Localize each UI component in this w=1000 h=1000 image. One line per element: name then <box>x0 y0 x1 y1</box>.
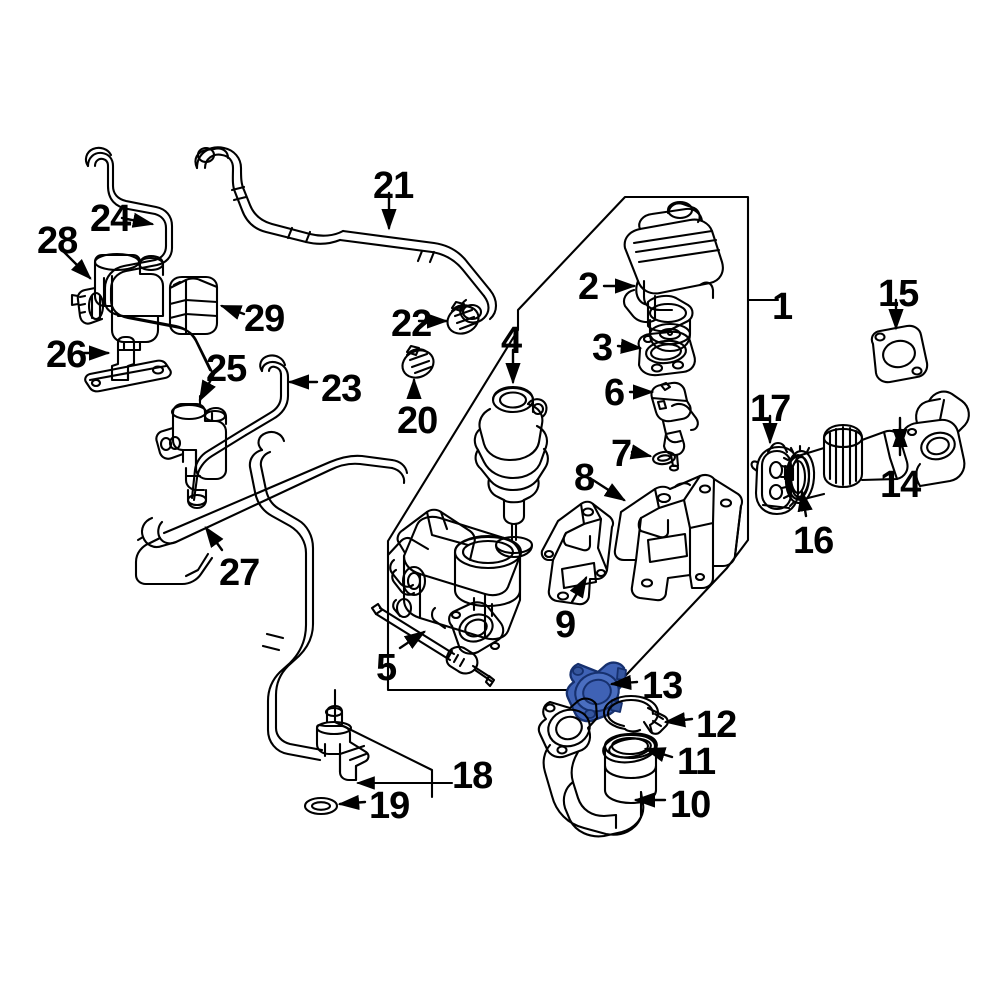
callout-label-3: 3 <box>592 327 613 369</box>
part-duct-clamp <box>750 441 800 516</box>
part-egr-valve <box>622 200 724 353</box>
part-upper-vacuum-line <box>84 146 214 374</box>
leader-16 <box>797 489 813 518</box>
callout-label-18: 18 <box>452 755 493 797</box>
callout-label-28: 28 <box>37 220 78 262</box>
callout-label-27: 27 <box>219 552 260 594</box>
callout-label-7: 7 <box>611 433 632 475</box>
callout-label-10: 10 <box>670 784 711 826</box>
callout-label-23: 23 <box>321 368 362 410</box>
callout-label-1: 1 <box>772 286 793 328</box>
leader-12 <box>663 712 694 728</box>
leader-7 <box>629 444 653 460</box>
leader-19 <box>337 794 367 811</box>
callout-label-19: 19 <box>369 785 410 827</box>
callout-label-15: 15 <box>878 273 919 315</box>
callout-label-6: 6 <box>604 372 625 414</box>
part-solenoid-connector <box>168 275 219 336</box>
leader-28 <box>58 246 92 280</box>
part-lower-hose-to-fitting <box>248 430 324 762</box>
callout-label-26: 26 <box>46 334 87 376</box>
leader-3 <box>616 338 643 354</box>
callout-label-25: 25 <box>206 348 247 390</box>
callout-label-4: 4 <box>501 320 522 362</box>
callout-label-14: 14 <box>880 464 921 506</box>
part-sensor-seal-ring <box>652 450 676 466</box>
part-temperature-sensor <box>650 381 699 472</box>
leader-11 <box>643 747 674 762</box>
leader-24 <box>120 212 155 228</box>
callout-label-20: 20 <box>397 400 438 442</box>
callout-label-29: 29 <box>244 298 285 340</box>
leader-27 <box>204 526 224 552</box>
assembly-outline-1 <box>386 195 750 692</box>
part-vacuum-control-solenoid <box>70 252 165 352</box>
callout-label-22: 22 <box>391 303 432 345</box>
callout-label-8: 8 <box>574 457 595 499</box>
part-vacuum-actuator <box>473 385 549 559</box>
part-cooler-manifold <box>613 473 744 602</box>
leader-9 <box>569 575 588 604</box>
leader-lines <box>58 191 908 811</box>
part-vacuum-solenoid-valve <box>155 394 228 510</box>
part-lower-vacuum-line <box>134 454 409 586</box>
callout-label-21: 21 <box>373 165 414 207</box>
leader-29 <box>219 304 246 320</box>
part-duct-flange-gasket <box>870 324 929 384</box>
callout-label-5: 5 <box>376 647 397 689</box>
part-tube-seal-ring <box>602 732 658 764</box>
callout-label-11: 11 <box>677 741 716 783</box>
part-egr-valve-gasket <box>637 330 696 377</box>
part-hose-clamp-lower <box>401 344 435 379</box>
part-vacuum-hose-fitting <box>315 704 370 782</box>
leader-5 <box>398 630 426 650</box>
leader-8 <box>591 478 627 502</box>
callout-label-2: 2 <box>578 266 599 308</box>
callout-label-16: 16 <box>793 520 834 562</box>
callout-label-9: 9 <box>555 604 576 646</box>
part-cooler-manifold-gasket <box>540 500 615 606</box>
callout-label-12: 12 <box>696 704 737 746</box>
part-egr-cooler <box>386 508 523 655</box>
callout-label-24: 24 <box>90 198 131 240</box>
part-upper-vacuum-hose <box>194 146 498 324</box>
part-vacuum-line-elbow <box>190 354 290 502</box>
callout-label-17: 17 <box>750 388 791 430</box>
leader-25 <box>198 372 216 403</box>
part-fitting-seal-ring <box>303 796 339 816</box>
callout-label-13: 13 <box>642 665 683 707</box>
part-hose-clamp-upper <box>446 300 480 335</box>
part-solenoid-bracket <box>84 335 172 393</box>
leader-13 <box>609 674 639 691</box>
